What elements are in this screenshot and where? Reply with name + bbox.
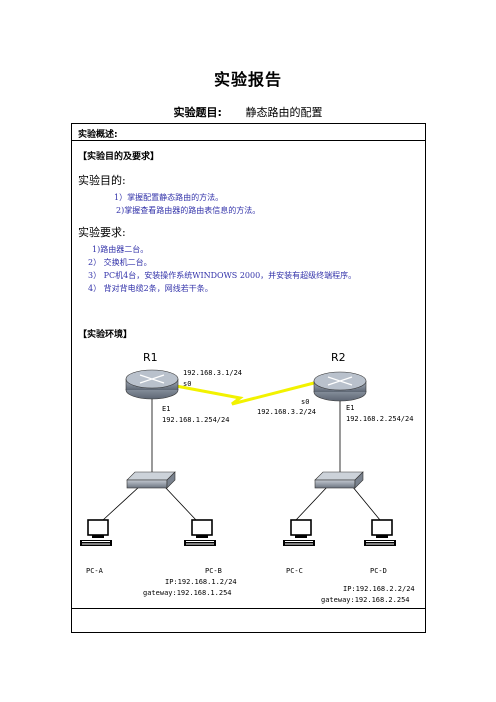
switch-1-icon[interactable] xyxy=(126,471,176,489)
router-r2-name: R2 xyxy=(331,351,346,364)
r2-e1-label: E1 xyxy=(346,404,355,412)
purpose-item: 2)掌握查看路由器的路由表信息的方法。 xyxy=(116,206,261,215)
pc-c-icon[interactable] xyxy=(283,519,315,546)
purpose-item: 1）掌握配置静态路由的方法。 xyxy=(114,193,224,202)
pc-b-icon[interactable] xyxy=(184,519,216,546)
r1-s0-ip: 192.168.3.1/24 xyxy=(183,369,243,377)
pc-b-name: PC-B xyxy=(205,567,222,575)
ethernet-cables xyxy=(102,398,381,521)
r1-e1-label: E1 xyxy=(162,405,171,413)
router-r1-name: R1 xyxy=(143,351,158,364)
overview-label: 实验概述: xyxy=(78,130,118,140)
router-r2-icon[interactable] xyxy=(313,371,367,402)
table-divider xyxy=(72,608,425,609)
r2-s0-label: s0 xyxy=(301,398,310,406)
pc-d-gateway: gateway:192.168.2.254 xyxy=(321,596,410,604)
serial-link xyxy=(175,381,315,406)
pc-b-ip: IP:192.168.1.2/24 xyxy=(165,578,237,586)
purpose-title: 实验目的: xyxy=(78,174,126,187)
requirement-item: 3） PC机4台，安装操作系统WINDOWS 2000，并安装有超级终端程序。 xyxy=(88,271,357,280)
purpose-header: 【实验目的及要求】 xyxy=(78,152,160,162)
pc-c-name: PC-C xyxy=(286,567,303,575)
requirement-item: 2） 交换机二台。 xyxy=(88,258,152,267)
environment-header: 【实验环境】 xyxy=(78,330,133,340)
subject-value: 静态路由的配置 xyxy=(245,106,323,119)
pc-d-icon[interactable] xyxy=(364,519,396,546)
pc-b-gateway: gateway:192.168.1.254 xyxy=(143,589,232,597)
pc-a-icon[interactable] xyxy=(80,519,112,546)
requirement-item: 1)路由器二台。 xyxy=(92,245,149,254)
experiment-subject: 实验题目: 静态路由的配置 xyxy=(0,104,496,120)
switch-2-icon[interactable] xyxy=(314,471,364,489)
table-divider xyxy=(72,140,425,141)
subject-label: 实验题目: xyxy=(173,106,222,119)
requirements-title: 实验要求: xyxy=(78,226,126,239)
r1-e1-ip: 192.168.1.254/24 xyxy=(162,416,230,424)
router-r1-icon[interactable] xyxy=(125,369,179,400)
requirement-item: 4） 背对背电缆2条，网线若干条。 xyxy=(88,284,213,293)
r1-s0-label: s0 xyxy=(183,380,192,388)
pc-d-ip: IP:192.168.2.2/24 xyxy=(343,585,415,593)
r2-s0-ip: 192.168.3.2/24 xyxy=(257,408,317,416)
pc-d-name: PC-D xyxy=(370,567,387,575)
pc-a-name: PC-A xyxy=(86,567,103,575)
r2-e1-ip: 192.168.2.254/24 xyxy=(346,415,414,423)
page-title: 实验报告 xyxy=(213,70,282,89)
report-table: 实验概述: 【实验目的及要求】 实验目的: 1）掌握配置静态路由的方法。 2)掌… xyxy=(71,123,426,633)
